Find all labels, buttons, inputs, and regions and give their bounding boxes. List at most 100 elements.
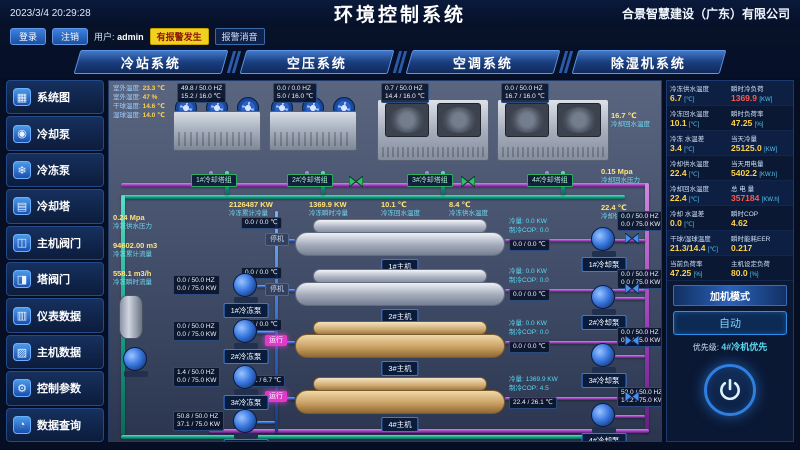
data-query-icon: ◔ bbox=[13, 415, 31, 434]
chilled-pump-1[interactable]: 1#冷冻泵 bbox=[223, 273, 269, 318]
metric-value: 22.4 bbox=[670, 193, 687, 203]
cooling-pump-icon: ◉ bbox=[13, 124, 31, 143]
cooling-pump-3[interactable]: 3#冷却泵 bbox=[581, 343, 627, 388]
tab-air-conditioning[interactable]: 空调系统 bbox=[405, 50, 561, 74]
cooling-pump-2[interactable]: 2#冷却泵 bbox=[581, 285, 627, 330]
sidebar-item-data-query[interactable]: ◔数据查询 bbox=[6, 407, 104, 443]
tab-dehumidifier[interactable]: 除湿机系统 bbox=[571, 50, 727, 74]
sidebar-item-control-params[interactable]: ⚙控制参数 bbox=[6, 371, 104, 406]
metric-row: 冷却 水温差 0.0 [℃] 瞬时COP 4.62 bbox=[667, 206, 793, 231]
chiller-cooling-value: 冷量: 0.0 KW bbox=[509, 320, 547, 327]
metric-unit: [%] bbox=[754, 122, 764, 128]
chiller-data-icon: ▨ bbox=[13, 343, 31, 362]
logout-button[interactable]: 注销 bbox=[52, 27, 89, 45]
metric-unit: [%] bbox=[749, 272, 759, 278]
cooling-tower-4[interactable] bbox=[497, 93, 609, 171]
cooling-return-pressure-readout: 0.15 Mpa 冷却回水压力 bbox=[601, 167, 640, 185]
pump-label: 2#冷冻泵 bbox=[223, 349, 269, 364]
sidebar-item-instrument-data[interactable]: ▥仪表数据 bbox=[6, 298, 104, 333]
tower2-readout: 0.0 / 0.0 HZ 5.0 / 16.0 ℃ bbox=[273, 83, 318, 103]
chiller-status-badge: 运行 bbox=[265, 391, 287, 402]
sidebar-item-cooling-tower[interactable]: ▤冷却塔 bbox=[6, 189, 104, 224]
chilled-pump-4[interactable]: 4#冷冻泵 bbox=[223, 409, 269, 441]
readout-value: 16.7 ℃ bbox=[611, 111, 637, 120]
metric-label: 冷冻供水温度 bbox=[670, 86, 709, 93]
sidebar-item-chiller-valve[interactable]: ◫主机阀门 bbox=[6, 225, 104, 261]
cooling-pump-1[interactable]: 1#冷却泵 bbox=[581, 227, 627, 272]
valve-icon[interactable] bbox=[461, 176, 475, 187]
tower2-label: 2#冷却塔组 bbox=[287, 174, 333, 187]
main-area: ▦系统图 ◉冷却泵 ❄冷冻泵 ▤冷却塔 ◫主机阀门 ◨塔阀门 ▥仪表数据 ▨ 主机… bbox=[0, 78, 800, 446]
tower-freq: 0.7 / 50.0 HZ bbox=[385, 85, 423, 92]
tab-cold-station[interactable]: 冷站系统 bbox=[73, 50, 229, 74]
readout-value: 1369.9 KW bbox=[309, 200, 347, 209]
pump-base bbox=[234, 433, 258, 439]
pump-label: 4#冷冻泵 bbox=[223, 439, 269, 441]
cooling-tower-3[interactable] bbox=[377, 93, 489, 171]
tab-air-compressor[interactable]: 空压系统 bbox=[239, 50, 395, 74]
sidebar-item-label: 冷冻泵 bbox=[37, 165, 70, 178]
pump-power: 0.0 / 75.0 KW bbox=[177, 285, 217, 292]
valve-icon[interactable] bbox=[625, 335, 639, 346]
valve-icon[interactable] bbox=[625, 283, 639, 294]
valve-icon[interactable] bbox=[625, 233, 639, 244]
login-button[interactable]: 登录 bbox=[10, 27, 47, 45]
pump-power: 37.1 / 75.0 KW bbox=[177, 421, 220, 428]
env-value: 14.6 ℃ bbox=[142, 103, 165, 110]
pump-base bbox=[592, 367, 616, 373]
tower-temp: 15.2 / 16.0 ℃ bbox=[181, 93, 221, 100]
chiller-unit-4[interactable]: 10.1 / 6.7 ℃ 运行 4#主机 冷量: 1369.9 KW 制冷COP… bbox=[241, 375, 558, 432]
pump-readout: 50.8 / 50.0 HZ 37.1 / 75.0 KW bbox=[173, 411, 224, 431]
sidebar-item-chiller-data[interactable]: ▨ 主机数据 bbox=[6, 334, 104, 370]
sidebar-item-chilled-pump[interactable]: ❄冷冻泵 bbox=[6, 152, 104, 188]
chiller-status-badge: 停机 bbox=[265, 283, 289, 296]
cooling-tower-1[interactable] bbox=[173, 97, 261, 169]
cooling-tower-2[interactable] bbox=[269, 97, 357, 169]
chiller-cylinder bbox=[295, 232, 505, 256]
metric-cell: 瞬时能耗EER 0.217 bbox=[731, 233, 790, 253]
cooling-pump-4[interactable]: 4#冷却泵 bbox=[581, 403, 627, 441]
metric-unit: [KW.h] bbox=[759, 172, 778, 178]
timestamp: 2023/3/4 20:29:28 bbox=[10, 7, 91, 19]
alarm-mute-button[interactable]: 报警消音 bbox=[214, 27, 265, 45]
tower-valve-icon: ◨ bbox=[13, 270, 31, 289]
chiller-unit-2[interactable]: 0.0 / 0.0 ℃ 停机 2#主机 冷量: 0.0 KW 制冷COP: 0.… bbox=[241, 267, 550, 324]
chiller-unit-1[interactable]: 0.0 / 0.0 ℃ 停机 1#主机 冷量: 0.0 KW 制冷COP: 0.… bbox=[241, 217, 550, 274]
sidebar-item-label: 主机数据 bbox=[37, 347, 81, 360]
alarm-indicator-button[interactable]: 有报警发生 bbox=[149, 27, 209, 45]
power-button[interactable] bbox=[704, 364, 756, 416]
user-name: admin bbox=[117, 31, 144, 42]
cond-temp-readout: 22.4 / 26.1 ℃ bbox=[509, 397, 557, 409]
metric-cell: 冷却回水温度 22.4 [℃] bbox=[670, 183, 729, 203]
valve-icon[interactable] bbox=[625, 391, 639, 402]
sidebar-item-system-diagram[interactable]: ▦系统图 bbox=[6, 80, 104, 115]
chiller-status-badge: 停机 bbox=[265, 233, 289, 246]
makeup-pump[interactable] bbox=[123, 347, 149, 379]
readout-label: 冷冻累计流量 bbox=[113, 251, 152, 258]
pipe-right-riser bbox=[645, 183, 649, 433]
chiller-unit-3[interactable]: 0.0 / 0.0 ℃ 运行 3#主机 冷量: 0.0 KW 制冷COP: 0.… bbox=[241, 319, 550, 376]
tower3-label: 3#冷却塔组 bbox=[407, 174, 453, 187]
chilled-pump-2[interactable]: 2#冷冻泵 bbox=[223, 319, 269, 364]
metric-unit: [℃] bbox=[707, 247, 718, 253]
chiller-cooling-value: 冷量: 0.0 KW bbox=[509, 268, 547, 275]
readout-label: 冷冻瞬时冷量 bbox=[309, 210, 348, 217]
sidebar-item-label: 冷却塔 bbox=[37, 201, 70, 214]
metric-cell: 冷却供水温度 22.4 [℃] bbox=[670, 158, 729, 178]
staging-mode-value[interactable]: 自动 bbox=[673, 311, 787, 335]
readout-label: 冷却回水温度 bbox=[611, 121, 650, 128]
metric-unit: [℃] bbox=[688, 122, 699, 128]
readout-label: 冷却回水压力 bbox=[601, 177, 640, 184]
pump-readout: 0.0 / 50.0 HZ 0.0 / 75.0 KW bbox=[173, 321, 221, 341]
metric-label: 当天用电量 bbox=[731, 161, 764, 168]
metric-label: 瞬时能耗EER bbox=[731, 236, 771, 243]
chilled-pump-3[interactable]: 3#冷冻泵 bbox=[223, 365, 269, 410]
pump-power: 0.0 / 75.0 KW bbox=[621, 221, 661, 228]
metric-label: 瞬时冷负荷 bbox=[731, 86, 764, 93]
pump-power: 0.0 / 75.0 KW bbox=[621, 279, 661, 286]
metric-label: 总 电 量 bbox=[731, 186, 755, 193]
sidebar-item-tower-valve[interactable]: ◨塔阀门 bbox=[6, 262, 104, 297]
sidebar-item-cooling-pump[interactable]: ◉冷却泵 bbox=[6, 116, 104, 151]
company-name: 合景智慧建设（广东）有限公司 bbox=[621, 6, 790, 21]
valve-icon[interactable] bbox=[349, 176, 363, 187]
